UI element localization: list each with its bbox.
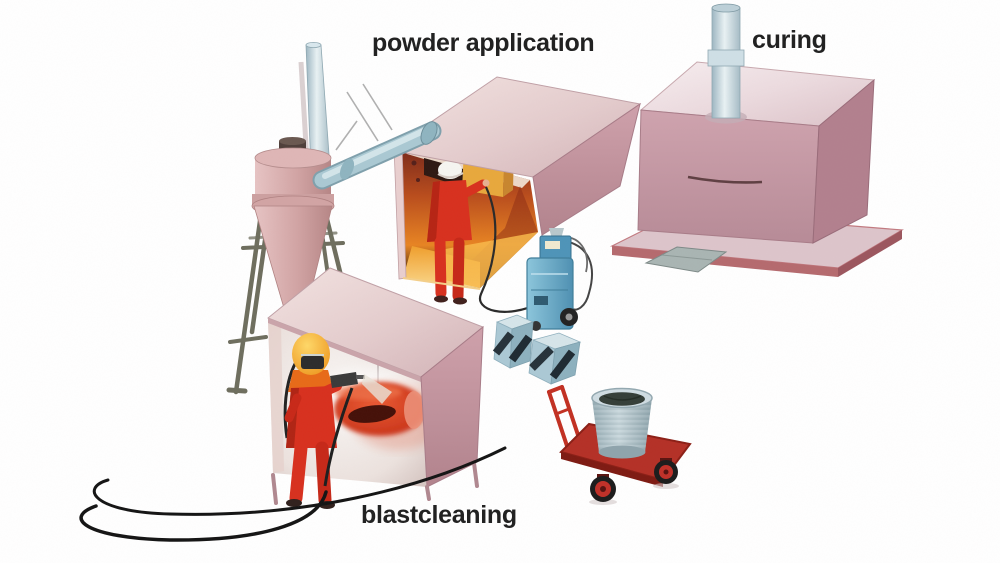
label-curing: curing — [752, 26, 827, 54]
label-blastcleaning: blastcleaning — [361, 501, 517, 529]
label-powder-application: powder application — [372, 29, 595, 57]
